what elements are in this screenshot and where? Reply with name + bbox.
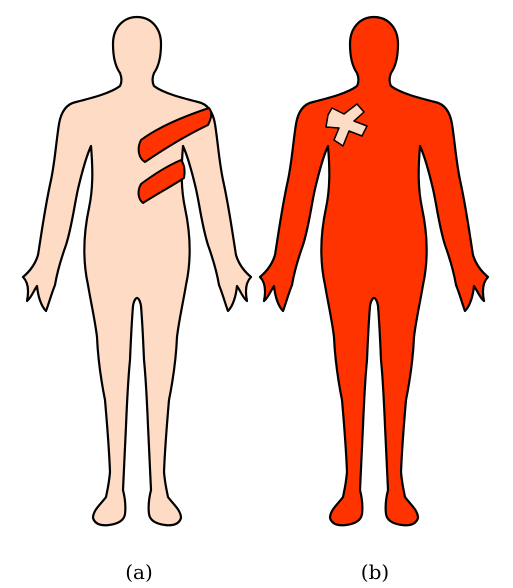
- caption-a: (a): [125, 560, 153, 584]
- body-silhouette-a: [23, 17, 251, 525]
- figure-a: [23, 17, 251, 525]
- caption-b: (b): [361, 560, 389, 584]
- figure-b: [260, 17, 488, 525]
- body-silhouette-b: [260, 17, 488, 525]
